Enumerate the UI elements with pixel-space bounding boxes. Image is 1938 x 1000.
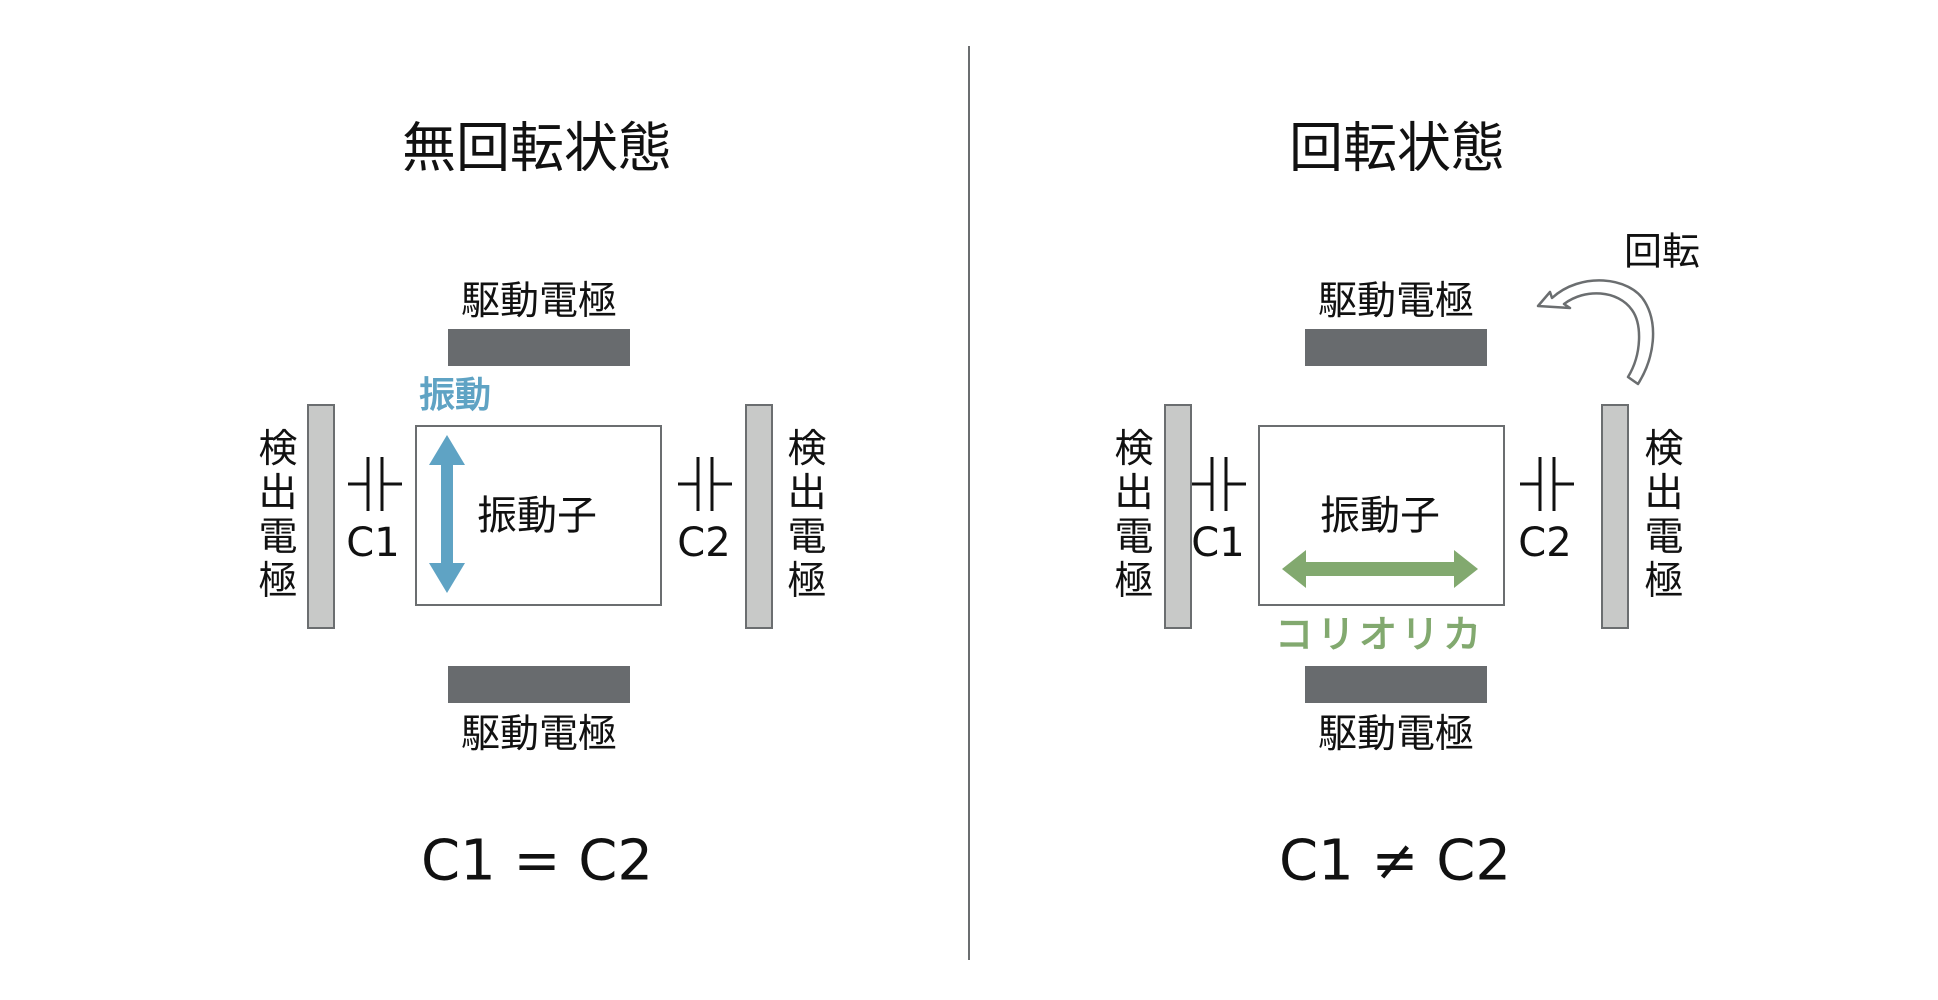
right-equation: C1 ≠ C2 <box>1279 828 1511 894</box>
right-vibrator-label: 振動子 <box>1320 493 1440 539</box>
right-title: 回転状態 <box>1289 116 1505 180</box>
right-capacitor-c1-icon <box>1192 457 1246 511</box>
left-equation: C1 = C2 <box>421 828 653 894</box>
left-detect-left-label: 検出電極 <box>258 427 298 604</box>
vibration-arrow-icon <box>429 435 465 593</box>
right-c2-label: C2 <box>1518 520 1572 566</box>
left-drive-top-label: 駆動電極 <box>460 279 618 324</box>
left-c1-label: C1 <box>346 520 400 566</box>
right-drive-top-label: 駆動電極 <box>1317 279 1475 324</box>
left-capacitor-c2-icon <box>678 457 732 511</box>
left-drive-bottom-label: 駆動電極 <box>460 712 618 757</box>
left-c2-label: C2 <box>677 520 731 566</box>
right-drive-bottom-label: 駆動電極 <box>1317 712 1475 757</box>
right-c1-label: C1 <box>1191 520 1245 566</box>
left-drive-electrode-bottom <box>448 666 630 703</box>
left-detect-electrode-left <box>307 404 335 629</box>
rotation-label: 回転 <box>1623 229 1701 274</box>
right-capacitor-c2-icon <box>1520 457 1574 511</box>
vibration-label: 振動 <box>418 375 492 416</box>
coriolis-label: コリオリカ <box>1274 612 1486 657</box>
left-title: 無回転状態 <box>402 116 672 180</box>
left-detect-electrode-right <box>745 404 773 629</box>
right-drive-electrode-bottom <box>1305 666 1487 703</box>
panel-divider <box>968 46 970 960</box>
right-detect-right-label: 検出電極 <box>1644 427 1684 604</box>
left-detect-right-label: 検出電極 <box>787 427 827 604</box>
coriolis-arrow-icon <box>1282 550 1478 588</box>
right-detect-electrode-right <box>1601 404 1629 629</box>
right-drive-electrode-top <box>1305 329 1487 366</box>
left-vibrator-label: 振動子 <box>477 493 597 539</box>
left-capacitor-c1-icon <box>348 457 402 511</box>
left-drive-electrode-top <box>448 329 630 366</box>
right-detect-electrode-left <box>1164 404 1192 629</box>
right-detect-left-label: 検出電極 <box>1114 427 1154 604</box>
rotation-arrow-icon <box>1536 279 1655 386</box>
